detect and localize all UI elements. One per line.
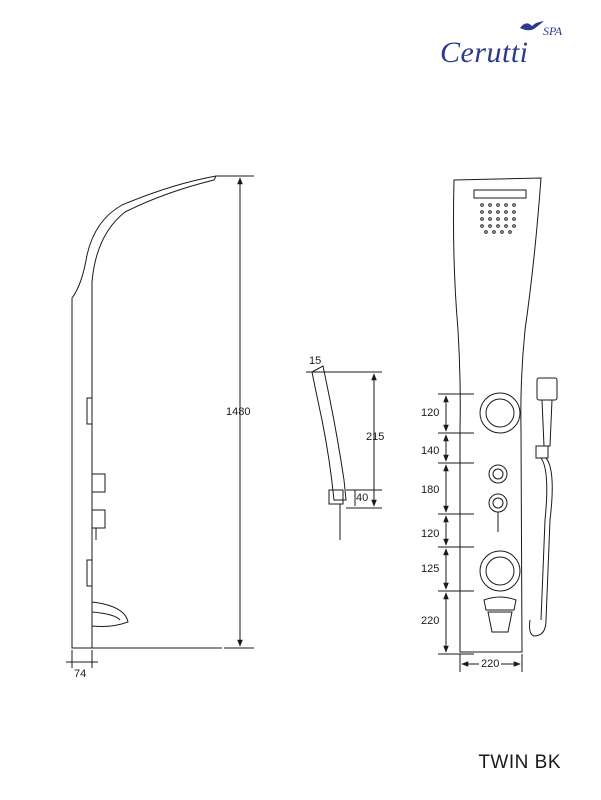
dim-front-180: 180 <box>421 484 440 496</box>
side-view <box>71 175 222 649</box>
front-dim-chain <box>438 393 474 655</box>
dim-front-140: 140 <box>421 445 440 457</box>
model-name: TWIN BK <box>478 752 561 773</box>
brand-logo: Cerutti SPA <box>440 18 580 78</box>
dim-front-120-mid: 120 <box>421 528 440 540</box>
dim-height-total: 1480 <box>226 406 251 418</box>
dim-front-220: 220 <box>421 615 440 627</box>
bird-icon <box>520 21 544 31</box>
dim-front-120-top: 120 <box>421 407 440 419</box>
dim-handshower-width: 15 <box>309 355 322 367</box>
dim-front-125: 125 <box>421 563 440 575</box>
front-hand-shower <box>529 377 558 637</box>
brand-name: Cerutti <box>440 36 529 69</box>
dim-depth: 74 <box>74 668 87 680</box>
hand-shower-view <box>311 365 347 540</box>
dim-holder: 40 <box>356 492 369 504</box>
front-view <box>453 177 542 653</box>
brand-sub: SPA <box>543 24 563 38</box>
rain-nozzle-grid <box>480 203 516 234</box>
dim-front-width: 220 <box>479 658 502 670</box>
dim-handshower-length: 215 <box>366 431 385 443</box>
